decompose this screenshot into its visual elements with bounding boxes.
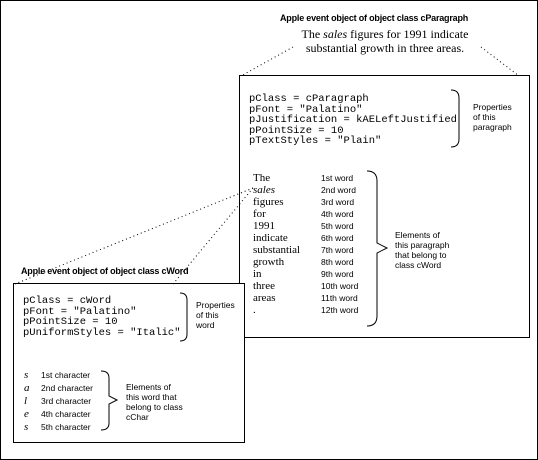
word-12: . [253,304,256,316]
paragraph-properties-label-2: of this [473,112,496,122]
sentence-line2: substantial growth in three areas. [305,41,465,55]
word-property-line: pFont = "Palatino" [23,305,137,318]
char-5: s [24,421,29,433]
word-ordinal-1: 1st word [321,173,354,183]
word-11: areas [253,292,276,304]
word-elements-label-1: Elements of [126,382,171,392]
char-1: s [24,369,29,381]
word-ordinal-12: 12th word [321,305,359,315]
paragraph-property-line: pPointSize = 10 [249,124,344,137]
char-ordinal-1: 1st character [41,370,91,380]
word-8: growth [253,256,285,268]
paragraph-elements-label-2: this paragraph [395,240,450,250]
word-ordinal-3: 3rd word [321,197,355,207]
word-10: three [253,280,275,292]
paragraph-property-line: pFont = "Palatino" [249,103,363,116]
paragraph-sentence: The sales figures for 1991 indicate subs… [261,27,509,55]
paragraph-elements-label-3: that belong to [395,250,447,260]
word-ordinal-4: 4th word [321,209,354,219]
word-object-box: pClass = cWord pFont = "Palatino" pPoint… [13,283,245,443]
word-ordinal-8: 8th word [321,257,354,267]
paragraph-title: Apple event object of object class cPara… [280,13,469,23]
word-elements-label-2: this word that [126,392,177,402]
word-elements-label-3: belong to class [126,402,183,412]
paragraph-elements-label-4: class cWord [395,260,442,270]
char-ordinal-4: 4th character [41,409,91,419]
word-properties-label-2: of this [196,310,219,320]
char-ordinal-2: 2nd character [41,383,93,393]
word-ordinal-7: 7th word [321,245,354,255]
word-6: indicate [253,232,288,244]
paragraph-property-line: pJustification = kAELeftJustified [249,114,457,126]
sentence-italic-word: sales [323,27,348,41]
char-3: l [24,395,28,407]
word-property-line: pClass = cWord [23,295,112,307]
word-property-line: pPointSize = 10 [23,316,118,328]
paragraph-properties-label-3: paragraph [473,122,512,132]
char-2: a [24,382,30,394]
word-9: in [253,268,262,280]
word-4: for [253,208,266,220]
word-properties-label-3: word [196,320,215,330]
word-property-line: pUniformStyles = "Italic" [23,326,181,339]
paragraph-property-line: pClass = cParagraph [249,93,369,105]
paragraph-object-box: pClass = cParagraph pFont = "Palatino" p… [239,75,530,338]
word-7: substantial [253,244,301,256]
word-3: figures [253,196,284,208]
word-2: sales [253,184,275,196]
word-object-title: Apple event object of object class cWord [21,266,189,276]
paragraph-elements-label-1: Elements of [395,230,440,240]
paragraph-properties-label-1: Properties [473,102,512,112]
word-ordinal-5: 5th word [321,221,354,231]
word-elements-label-4: cChar [126,412,149,422]
word-ordinal-6: 6th word [321,233,354,243]
sentence-line1-pre: The [301,27,324,41]
sentence-line1-post: figures for 1991 indicate [347,27,469,41]
word-ordinal-2: 2nd word [321,185,356,195]
word-properties-label-1: Properties [196,300,235,310]
char-4: e [24,408,29,420]
word-ordinal-10: 10th word [321,281,359,291]
word-ordinal-11: 11th word [321,293,358,303]
word-ordinal-9: 9th word [321,269,354,279]
char-ordinal-5: 5th character [41,422,91,432]
paragraph-property-line: pTextStyles = "Plain" [249,135,382,147]
word-1: The [253,172,271,184]
word-5: 1991 [253,220,275,232]
char-ordinal-3: 3rd character [41,396,92,406]
